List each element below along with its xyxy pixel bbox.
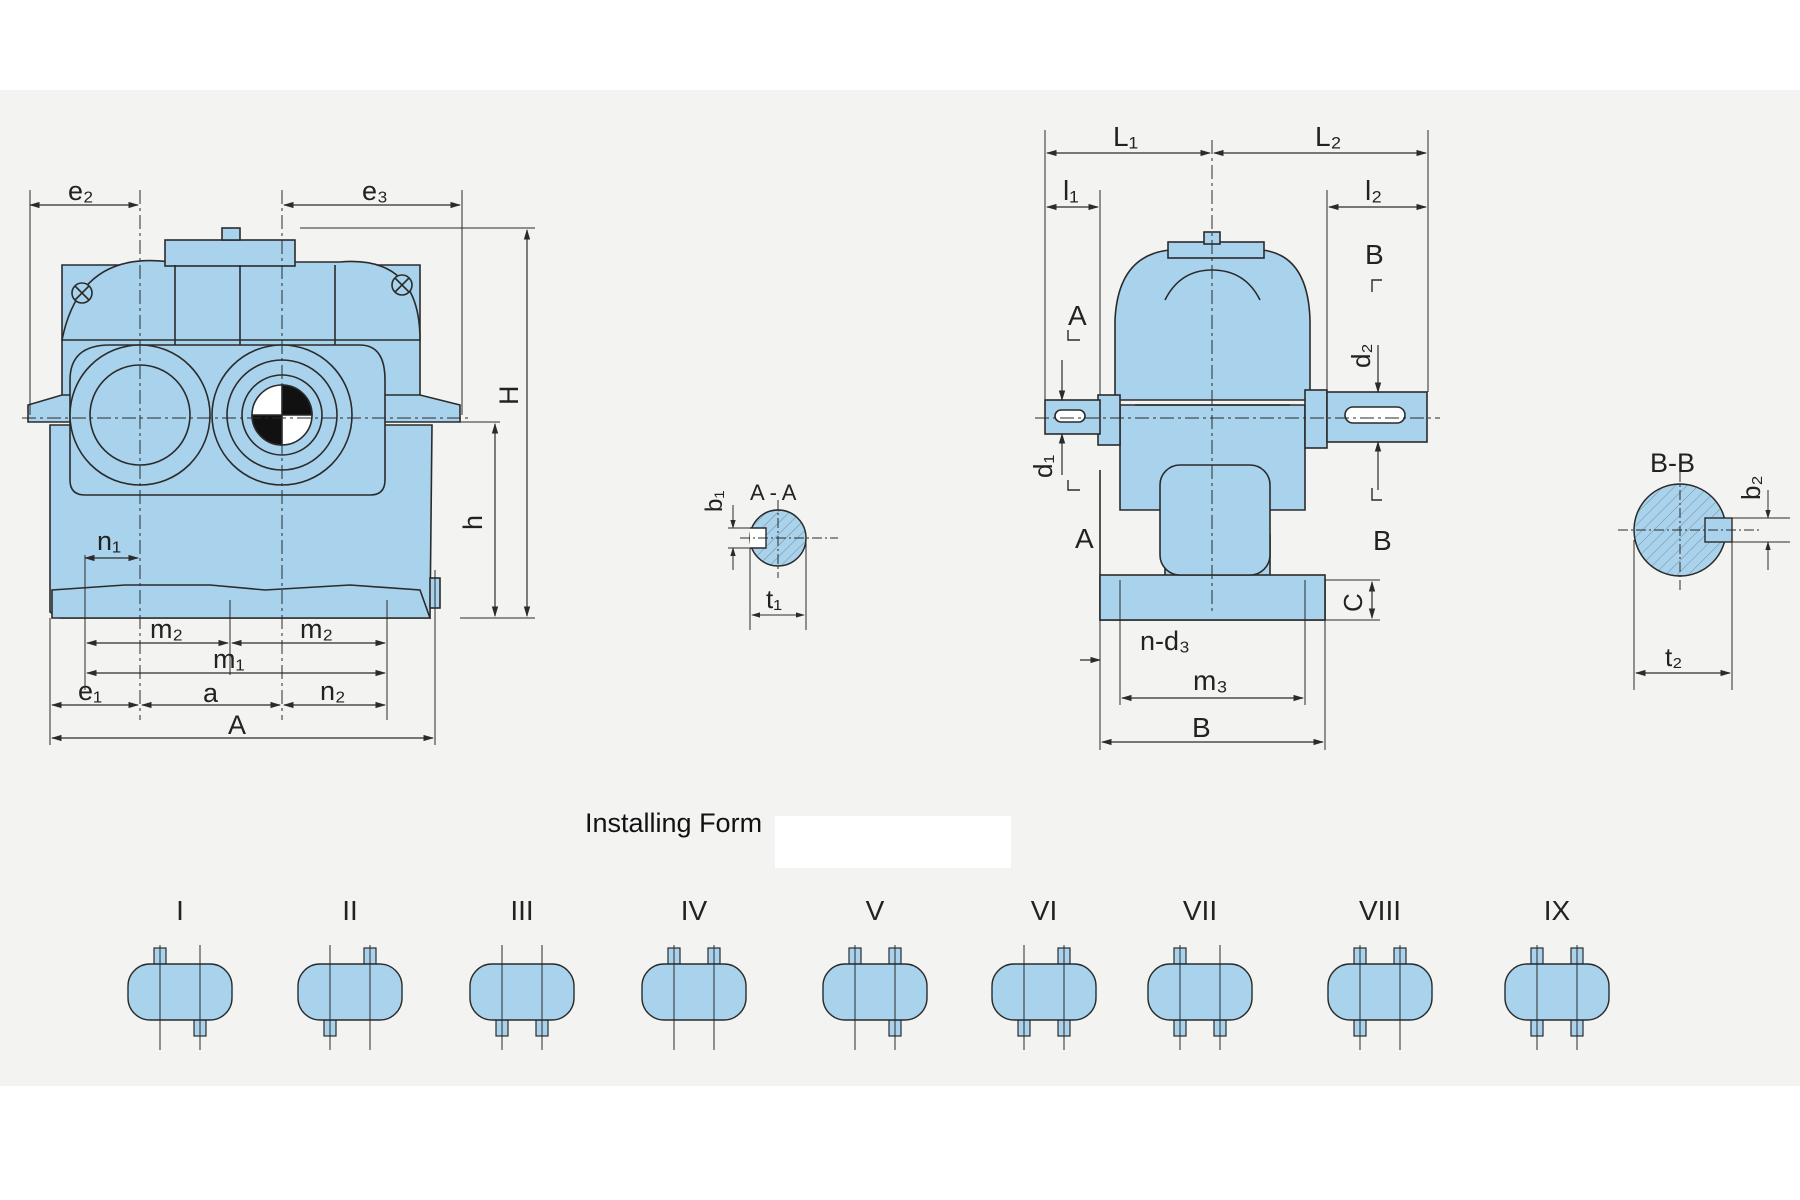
right-bearing-cap [1304,389,1328,449]
label-L1: L₁ [1113,121,1138,152]
side-view [1035,130,1440,750]
label-e3: e₃ [362,176,388,206]
section-bb [1618,472,1790,690]
base-feet [51,584,432,619]
section-bb-labels: B-B b₂ t₂ [1650,448,1766,672]
label-d2: d₂ [1346,343,1376,368]
label-e1: e₁ [78,676,102,706]
label-A-section: A [1068,300,1087,331]
label-C: C [1338,593,1368,612]
label-m2-right: m₂ [300,614,333,644]
installing-form-3: III [469,895,575,1050]
vent-plug [221,227,241,241]
label-e2: e₂ [68,176,94,206]
label-A: A [228,710,246,740]
label-m1: m₁ [213,644,245,674]
section-aa [728,500,838,630]
installing-form-7: VII [1147,895,1253,1050]
installing-form-5: V [822,895,928,1050]
label-B: B [1192,712,1211,743]
label-B-section: B [1365,239,1384,270]
label-t1: t₁ [766,584,782,614]
installing-form-6: VI [991,895,1097,1050]
installing-form-8: VIII [1327,895,1433,1050]
installing-form-4: IV [641,895,747,1050]
installing-form-9: IX [1504,895,1610,1050]
blank-patch [775,816,1011,868]
form-numeral: VII [1183,895,1217,926]
side-view-labels: L₁ L₂ l₁ l₂ B A d₁ d₂ A B C n-d₃ m₃ B [1028,121,1392,743]
installing-form-1: I [127,895,233,1050]
label-a: a [203,678,219,708]
label-m3: m₃ [1193,665,1228,696]
label-n2: n₂ [320,676,346,706]
section-bb-title: B-B [1650,448,1695,478]
label-b1: b₁ [701,491,728,512]
section-aa-title: A - A [750,480,797,505]
label-h: h [458,515,488,530]
form-numeral: VI [1031,895,1057,926]
label-A-lower: A [1075,523,1094,554]
label-b2: b₂ [1736,475,1766,500]
form-numeral: IV [681,895,708,926]
shaft-center-symbol [251,384,313,446]
label-nd3: n-d₃ [1140,626,1190,656]
label-l1: l₁ [1063,175,1079,206]
front-view-labels: e₂ e₃ H h n₁ m₂ m₂ m₁ e₁ a n₂ A [68,176,524,740]
label-l2: l₂ [1365,175,1382,206]
label-d1: d₁ [1028,455,1058,478]
form-body [469,963,575,1021]
form-numeral: II [342,895,358,926]
section-aa-labels: A - A b₁ t₁ [701,480,797,614]
left-bearing-cap [1097,394,1121,446]
form-body [127,963,233,1021]
front-view [22,190,535,745]
form-body [297,963,403,1021]
cover-dome [61,259,421,341]
top-plate [164,239,296,267]
form-numeral: VIII [1359,895,1401,926]
form-body [991,963,1097,1021]
label-B-lower: B [1373,525,1392,556]
label-t2: t₂ [1665,642,1682,672]
form-numeral: I [176,895,184,926]
label-H: H [494,386,524,406]
label-L2: L₂ [1315,121,1341,152]
label-m2-left: m₂ [150,614,183,644]
form-body [1504,963,1610,1021]
label-n1: n₁ [97,526,121,556]
form-body [822,963,928,1021]
installing-form-2: II [297,895,403,1050]
form-numeral: III [510,895,533,926]
form-body [1327,963,1433,1021]
installing-form-title: Installing Form [585,808,763,838]
form-body [1147,963,1253,1021]
form-body [641,963,747,1021]
form-numeral: IX [1544,895,1571,926]
form-numeral: V [866,895,885,926]
